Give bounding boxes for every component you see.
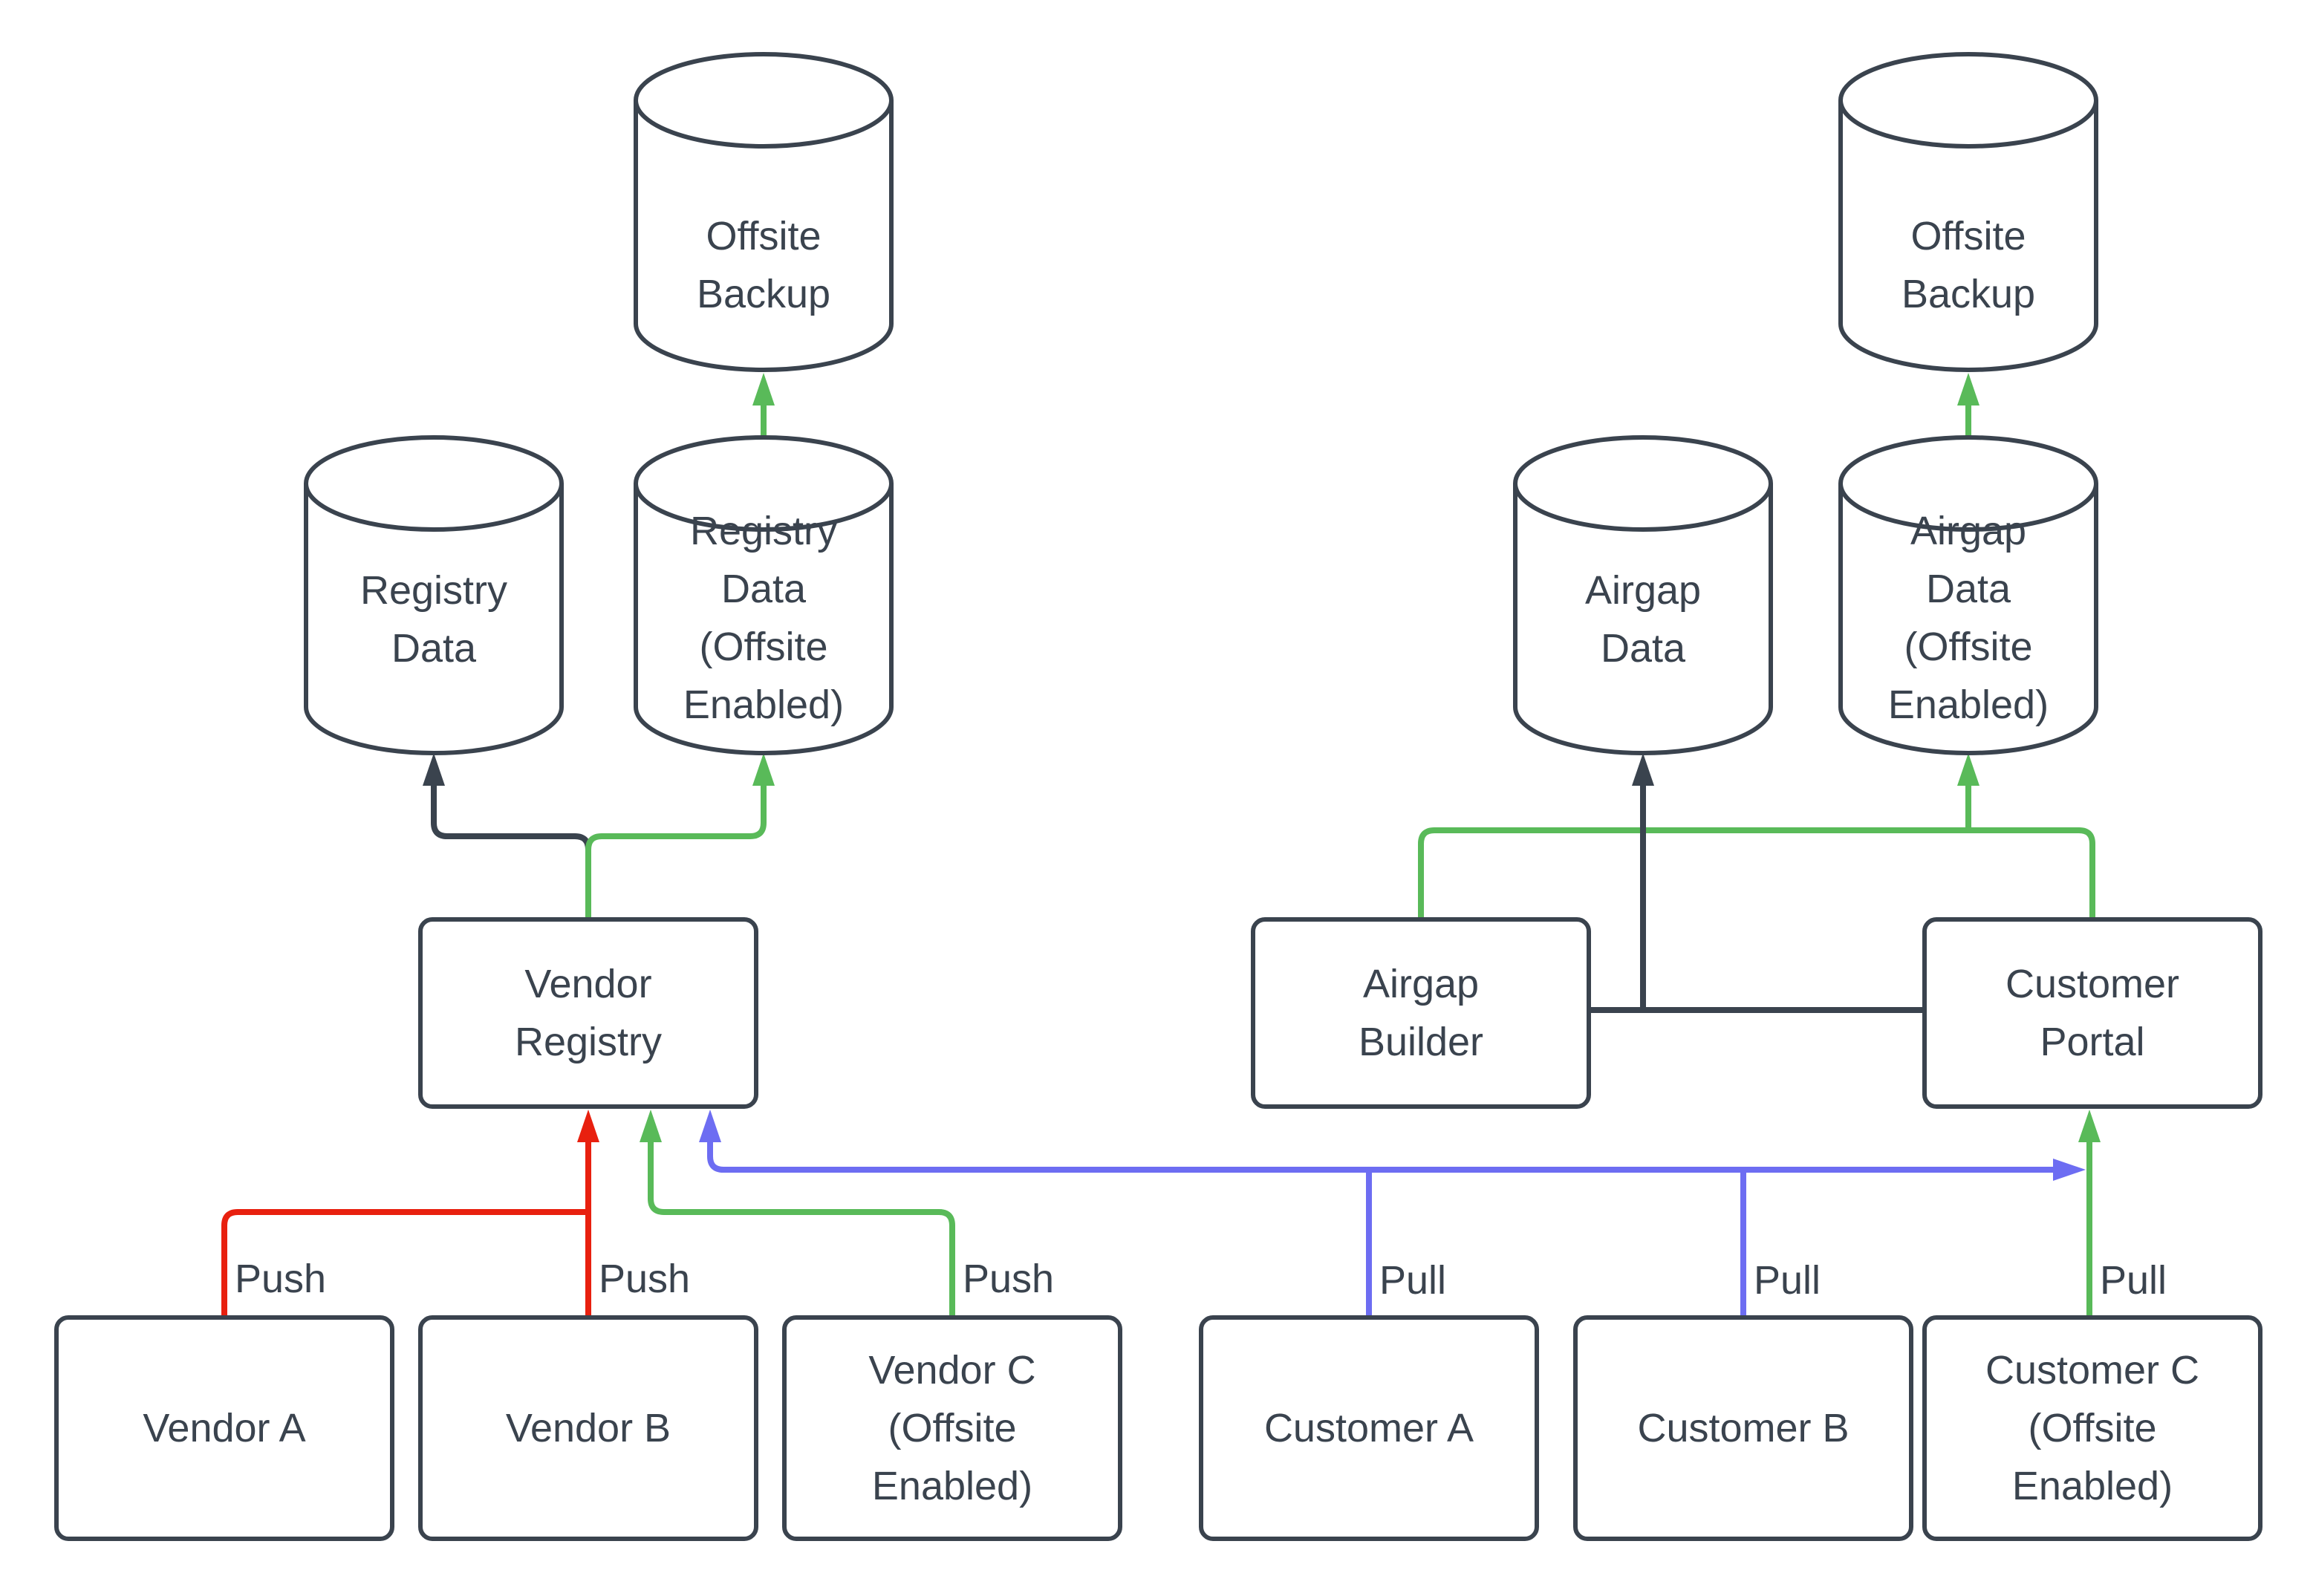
edge-vendor-registry-to-registry-data-offsite xyxy=(585,786,767,919)
vendor-b-box xyxy=(418,1315,758,1541)
arrowhead-airgap-data-offsite xyxy=(1957,753,1979,786)
offsite-backup-right-label-line2: Backup xyxy=(1902,272,2035,316)
registry-data-label-line2: Data xyxy=(391,626,477,671)
node-registry-data-offsite: Registry Data (Offsite Enabled) xyxy=(634,435,894,755)
airgap-builder-box xyxy=(1251,917,1591,1109)
customer-a-box xyxy=(1199,1315,1539,1541)
cylinder-lid-airgap-data-offsite xyxy=(1838,483,2098,532)
customer-c-label-line3: Enabled) xyxy=(2012,1464,2173,1508)
customer-c-box xyxy=(1922,1315,2262,1541)
cylinder-lid-registry-data-offsite xyxy=(634,483,894,532)
registry-data-offsite-label-line1: Registry xyxy=(690,509,837,553)
node-vendor-c: Vendor C (Offsite Enabled) xyxy=(782,1315,1122,1541)
airgap-data-label-line2: Data xyxy=(1601,626,1686,671)
cylinder-lid-airgap-data xyxy=(1513,483,1773,532)
vendor-registry-label-line1: Vendor xyxy=(524,962,651,1006)
arrowhead-vendor-registry-green xyxy=(640,1110,662,1142)
node-vendor-a: Vendor A xyxy=(54,1315,394,1541)
customer-a-label: Customer A xyxy=(1264,1406,1474,1450)
airgap-data-offsite-label-line3: (Offsite xyxy=(1904,625,2032,669)
customer-b-label: Customer B xyxy=(1637,1406,1849,1450)
edge-vendor-c-push xyxy=(648,1142,955,1317)
label-push-vendor-c: Push xyxy=(963,1257,1054,1301)
customer-portal-label-line1: Customer xyxy=(2005,962,2179,1006)
arrowhead-customer-portal-green xyxy=(2078,1110,2101,1142)
customer-b-box xyxy=(1573,1315,1913,1541)
customer-c-label-line1: Customer C xyxy=(1985,1348,2199,1393)
airgap-builder-label-line2: Builder xyxy=(1359,1020,1483,1064)
node-airgap-builder: Airgap Builder xyxy=(1251,917,1591,1109)
vendor-c-label-line2: (Offsite xyxy=(888,1406,1016,1450)
label-pull-customer-a: Pull xyxy=(1379,1258,1446,1303)
cylinder-lid-registry-data xyxy=(304,483,564,532)
edge-customer-portal-airgap-builder xyxy=(1418,827,2095,919)
airgap-data-offsite-label-line1: Airgap xyxy=(1910,509,2026,553)
vendor-registry-label-line2: Registry xyxy=(515,1020,662,1064)
airgap-builder-label-line1: Airgap xyxy=(1363,962,1479,1006)
node-customer-b: Customer B xyxy=(1573,1315,1913,1541)
customer-c-label-line2: (Offsite xyxy=(2028,1406,2156,1450)
arrowhead-registry-data xyxy=(423,753,445,786)
node-vendor-b: Vendor B xyxy=(418,1315,758,1541)
cylinder-lid-offsite-backup-left xyxy=(634,100,894,149)
vendor-a-box xyxy=(54,1315,394,1541)
label-pull-customer-b: Pull xyxy=(1754,1258,1821,1303)
edge-pull-bus-blue xyxy=(707,1142,2053,1173)
arrowhead-vendor-registry-red xyxy=(577,1110,599,1142)
node-customer-c: Customer C (Offsite Enabled) xyxy=(1922,1315,2262,1541)
arrowhead-offsite-backup-right xyxy=(1957,373,1979,405)
vendor-c-label-line3: Enabled) xyxy=(872,1464,1032,1508)
node-airgap-data: Airgap Data xyxy=(1513,435,1773,755)
arrowhead-airgap-data xyxy=(1632,753,1654,786)
airgap-data-label-line1: Airgap xyxy=(1585,568,1701,613)
registry-data-offsite-label-line4: Enabled) xyxy=(683,683,844,727)
edge-vendor-registry-to-registry-data xyxy=(431,786,591,919)
node-airgap-data-offsite: Airgap Data (Offsite Enabled) xyxy=(1838,435,2098,755)
edge-vendor-a-push xyxy=(221,1209,588,1317)
vendor-a-label: Vendor A xyxy=(143,1406,305,1450)
cylinder-lid-offsite-backup-right xyxy=(1838,100,2098,149)
node-offsite-backup-right: Offsite Backup xyxy=(1838,52,2098,372)
offsite-backup-right-label-line1: Offsite xyxy=(1910,214,2026,258)
customer-portal-box xyxy=(1922,917,2262,1109)
vendor-c-label-line1: Vendor C xyxy=(868,1348,1035,1393)
registry-data-offsite-label-line2: Data xyxy=(721,567,807,611)
vendor-c-box xyxy=(782,1315,1122,1541)
label-pull-customer-c: Pull xyxy=(2100,1258,2167,1303)
node-customer-portal: Customer Portal xyxy=(1922,917,2262,1109)
offsite-backup-left-label-line1: Offsite xyxy=(706,214,821,258)
node-customer-a: Customer A xyxy=(1199,1315,1539,1541)
airgap-data-offsite-label-line2: Data xyxy=(1926,567,2011,611)
offsite-backup-left-label-line2: Backup xyxy=(697,272,830,316)
airgap-data-offsite-label-line4: Enabled) xyxy=(1888,683,2049,727)
arrowhead-pull-bus-right xyxy=(2053,1159,2086,1181)
customer-portal-label-line2: Portal xyxy=(2040,1020,2144,1064)
node-registry-data: Registry Data xyxy=(304,435,564,755)
registry-data-offsite-label-line3: (Offsite xyxy=(699,625,827,669)
arrowhead-registry-data-offsite xyxy=(752,753,775,786)
arrowhead-vendor-registry-blue xyxy=(699,1110,721,1142)
vendor-registry-box xyxy=(418,917,758,1109)
registry-data-label-line1: Registry xyxy=(360,568,507,613)
label-push-vendor-b: Push xyxy=(599,1257,690,1301)
node-offsite-backup-left: Offsite Backup xyxy=(634,52,894,372)
arrowhead-offsite-backup-left xyxy=(752,373,775,405)
label-push-vendor-a: Push xyxy=(235,1257,326,1301)
vendor-b-label: Vendor B xyxy=(506,1406,671,1450)
node-vendor-registry: Vendor Registry xyxy=(418,917,758,1109)
